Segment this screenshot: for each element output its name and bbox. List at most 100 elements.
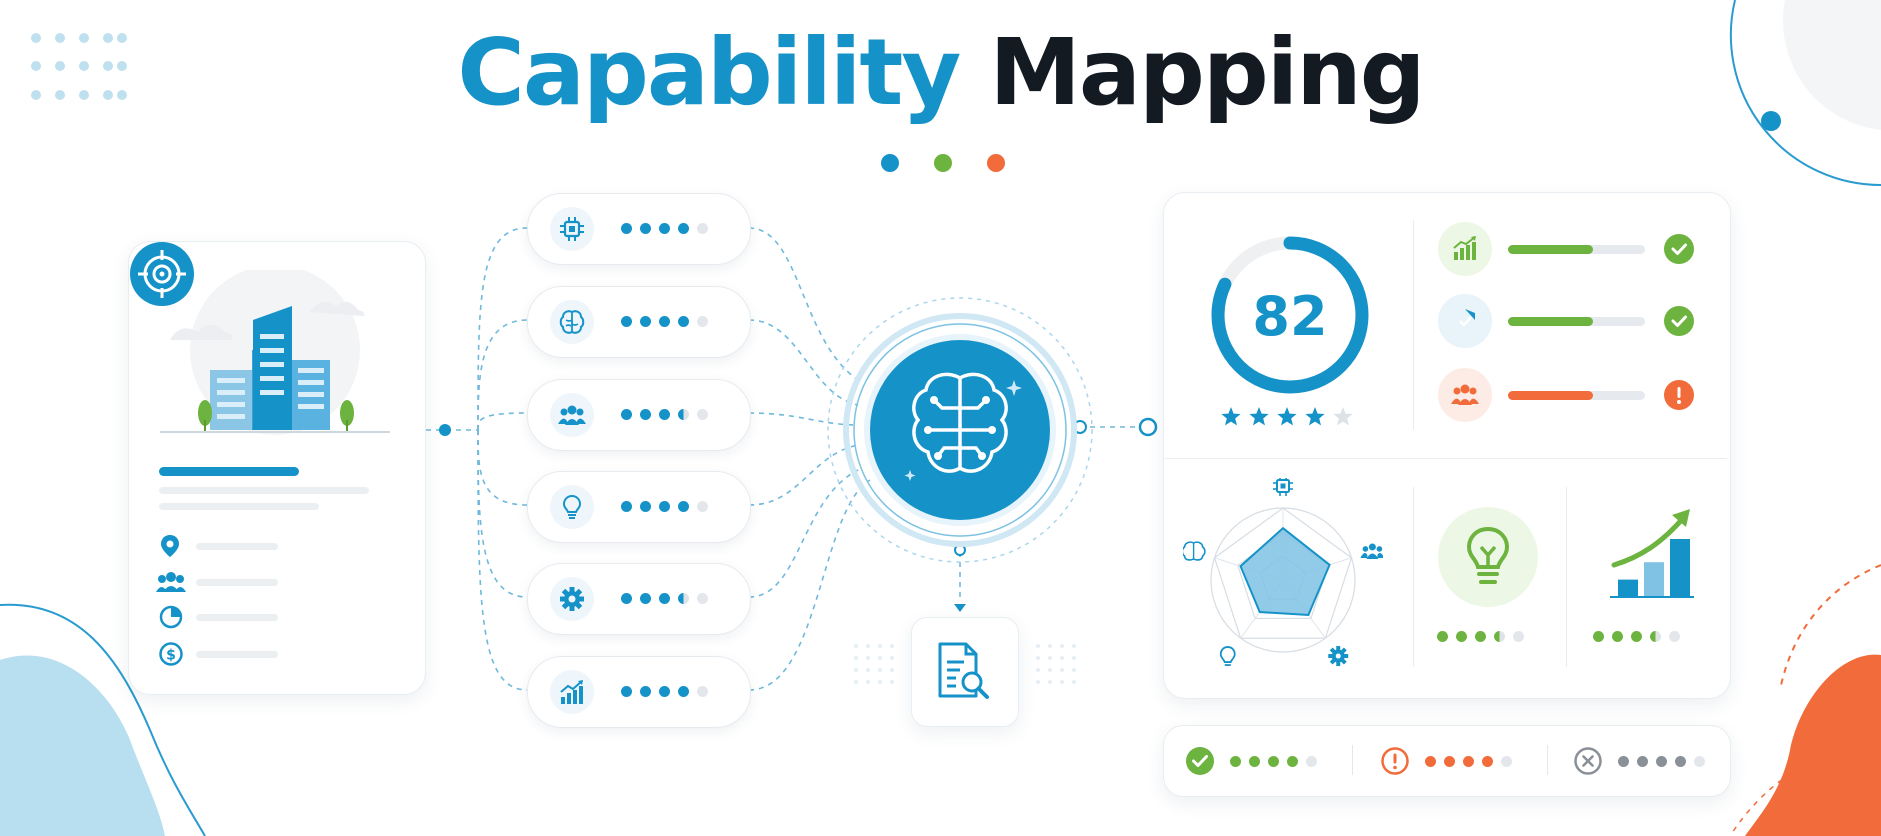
level-dot [659, 501, 670, 512]
capability-pill-1[interactable] [527, 193, 751, 265]
growth-bar [1644, 562, 1664, 597]
level-dot [1230, 756, 1241, 767]
summary-divider [1352, 745, 1353, 775]
capability-pill-2[interactable] [527, 286, 751, 358]
level-dot [697, 409, 708, 420]
level-dot [1482, 756, 1493, 767]
report-dot-pattern [854, 644, 894, 684]
metric-progress-bar [1508, 317, 1645, 326]
level-dot [1618, 756, 1629, 767]
summary-level-dots [1618, 756, 1705, 767]
metric-row [1438, 222, 1698, 278]
dot-grid-decoration [31, 33, 127, 100]
level-dot [621, 316, 632, 327]
level-dot [697, 501, 708, 512]
org-desc-line-1 [159, 487, 369, 494]
metric-progress-fill [1508, 317, 1593, 326]
summary-level-dots [1230, 756, 1317, 767]
innovation-lightbulb [1438, 507, 1538, 607]
dashboard-divider-h [1165, 458, 1727, 459]
building-illustration [160, 270, 390, 435]
cross-status-icon [1574, 747, 1602, 775]
level-dot [1501, 756, 1512, 767]
people-icon [156, 572, 186, 592]
level-dot [1637, 756, 1648, 767]
gear-icon [1328, 646, 1349, 667]
title-dots [881, 154, 1005, 172]
level-dot [697, 686, 708, 697]
location-pin-icon [161, 535, 179, 557]
org-detail-line-4 [196, 651, 278, 658]
summary-divider [1547, 745, 1548, 775]
alert-status-icon [1664, 380, 1694, 410]
level-dot [1306, 756, 1317, 767]
summary-item [1380, 746, 1530, 776]
ai-hub[interactable] [810, 280, 1110, 580]
level-dot [678, 686, 689, 697]
people-icon [1360, 543, 1383, 559]
star-filled-icon [1305, 407, 1325, 426]
level-dot [1475, 631, 1486, 642]
org-detail-line-2 [196, 579, 278, 586]
capability-level-dots [621, 223, 708, 234]
level-dot [1494, 631, 1505, 642]
title-word-mapping: Mapping [989, 19, 1425, 126]
pie-chart-icon [159, 605, 183, 629]
metric-progress-fill [1508, 391, 1593, 400]
growth-chart-icon [1453, 236, 1476, 260]
capability-level-dots [621, 409, 708, 420]
capability-level-dots [621, 686, 708, 697]
summary-level-dots [1425, 756, 1512, 767]
level-dot [640, 409, 651, 420]
radar-value-area [1239, 526, 1331, 616]
metric-row [1438, 294, 1698, 350]
capability-pill-3[interactable] [527, 379, 751, 451]
star-empty-icon [1333, 407, 1353, 426]
level-dot [1463, 756, 1474, 767]
chip-icon [560, 217, 584, 241]
org-desc-line-2 [159, 503, 319, 510]
level-dot [1694, 756, 1705, 767]
metric-icon-badge [1438, 222, 1492, 276]
brain-icon [559, 310, 585, 334]
check-status-icon [1186, 747, 1214, 775]
radar-chart [1183, 478, 1383, 667]
summary-item [1573, 746, 1723, 776]
level-dot [659, 593, 670, 604]
level-dot [621, 223, 632, 234]
level-dot [678, 501, 689, 512]
level-dot [1675, 756, 1686, 767]
level-dot [640, 593, 651, 604]
level-dot [659, 686, 670, 697]
star-filled-icon [1221, 407, 1241, 426]
capability-pill-6[interactable] [527, 656, 751, 728]
level-dot [659, 409, 670, 420]
metric-progress-fill [1508, 245, 1593, 254]
alert-status-icon [1381, 747, 1409, 775]
capability-level-dots [621, 501, 708, 512]
level-dot [640, 316, 651, 327]
capability-pill-5[interactable] [527, 563, 751, 635]
level-dot [678, 409, 689, 420]
level-dot [621, 409, 632, 420]
level-dot [1425, 756, 1436, 767]
metric-progress-bar [1508, 245, 1645, 254]
score-gauge [1211, 236, 1369, 394]
level-dot [1650, 631, 1661, 642]
dashboard-divider-v1 [1413, 220, 1414, 430]
score-stars [1220, 406, 1370, 428]
level-dot [640, 223, 651, 234]
growth-level-dots [1593, 631, 1680, 642]
level-dot [678, 223, 689, 234]
capability-pill-4[interactable] [527, 471, 751, 543]
level-dot [678, 316, 689, 327]
growth-bar [1670, 539, 1690, 597]
org-name-bar [159, 467, 299, 476]
innovation-level-dots [1437, 631, 1524, 642]
page-title: Capability Mapping [0, 22, 1881, 123]
capability-level-dots [621, 316, 708, 327]
lightbulb-icon [1219, 646, 1236, 666]
level-dot [1268, 756, 1279, 767]
level-dot [1437, 631, 1448, 642]
